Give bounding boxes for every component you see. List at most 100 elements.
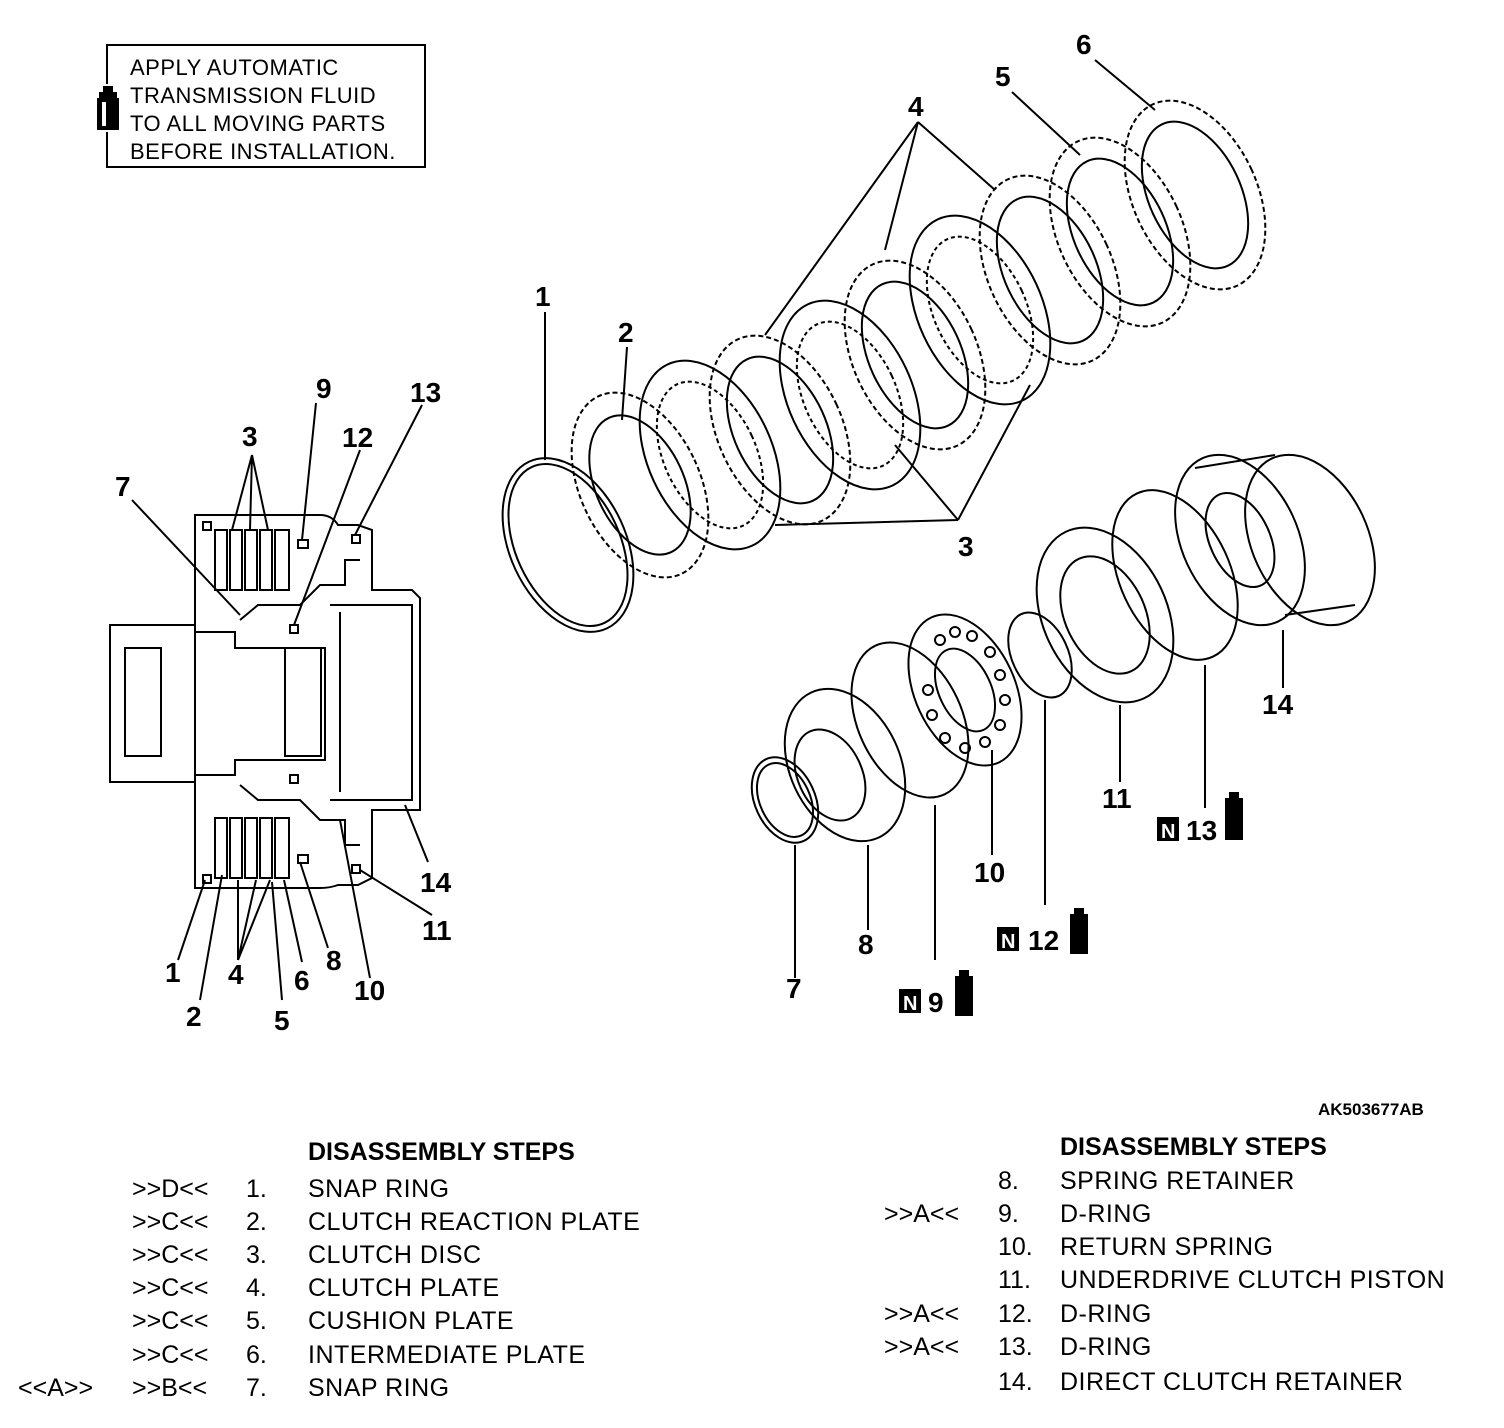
exploded-snap-ring-7 bbox=[750, 756, 820, 844]
step-num: 9. bbox=[998, 1200, 1019, 1228]
step-num: 3. bbox=[246, 1241, 267, 1269]
step-name: CLUTCH REACTION PLATE bbox=[308, 1208, 641, 1236]
step-num: 2. bbox=[246, 1208, 267, 1236]
step-name: INTERMEDIATE PLATE bbox=[308, 1341, 586, 1369]
figure-id: AK503677AB bbox=[1318, 1100, 1424, 1119]
section-callout-4: 4 bbox=[228, 959, 244, 990]
fluid-note: APPLY AUTOMATIC TRANSMISSION FLUID TO AL… bbox=[94, 44, 426, 168]
exploded-callout-12: 12 bbox=[1028, 925, 1059, 956]
exploded-snap-ring bbox=[501, 457, 635, 633]
exploded-callout-1: 1 bbox=[535, 281, 551, 312]
step-mark: >>C<< bbox=[132, 1341, 209, 1369]
step-name: DIRECT CLUTCH RETAINER bbox=[1060, 1368, 1404, 1396]
step-mark: >>D<< bbox=[132, 1175, 209, 1203]
step-num: 4. bbox=[246, 1274, 267, 1302]
exploded-leaders-bottom bbox=[794, 630, 1284, 978]
section-callout-6: 6 bbox=[294, 965, 310, 996]
step-name: D-RING bbox=[1060, 1200, 1152, 1228]
exploded-spring-retainer bbox=[783, 687, 907, 843]
steps-left: DISASSEMBLY STEPS >>D<< 1. SNAP RING >>C… bbox=[0, 1138, 700, 1428]
step-mark: >>C<< bbox=[132, 1241, 209, 1269]
exploded-callout-7: 7 bbox=[786, 973, 802, 1004]
section-callout-10: 10 bbox=[354, 975, 385, 1006]
exploded-piston-group bbox=[750, 453, 1376, 978]
new-marker-13: N bbox=[1161, 821, 1175, 843]
step-name: SNAP RING bbox=[308, 1374, 450, 1402]
exploded-disc-3 bbox=[908, 214, 1052, 406]
new-part-marker-13 bbox=[1157, 792, 1243, 841]
step-name: RETURN SPRING bbox=[1060, 1233, 1274, 1261]
step-name: CLUTCH PLATE bbox=[308, 1274, 500, 1302]
fluid-bottle-icon bbox=[94, 84, 122, 132]
exploded-cushion-plate bbox=[1048, 136, 1192, 328]
step-name: CUSHION PLATE bbox=[308, 1307, 515, 1335]
step-num: 12. bbox=[998, 1300, 1033, 1328]
exploded-reaction-plate bbox=[570, 391, 710, 579]
section-shaft-outline bbox=[109, 624, 326, 783]
step-name: UNDERDRIVE CLUTCH PISTON bbox=[1060, 1266, 1446, 1294]
exploded-intermediate-plate bbox=[1123, 99, 1267, 291]
step-num: 5. bbox=[246, 1307, 267, 1335]
exploded-clutch-pack bbox=[501, 59, 1267, 633]
section-housing-outline bbox=[194, 514, 421, 889]
section-callout-13: 13 bbox=[410, 377, 441, 408]
step-num: 8. bbox=[998, 1167, 1019, 1195]
exploded-leaders-top bbox=[544, 59, 1156, 526]
step-mark: >>A<< bbox=[884, 1200, 960, 1228]
step-name: SPRING RETAINER bbox=[1060, 1167, 1295, 1195]
exploded-d-ring-12 bbox=[1007, 611, 1073, 699]
exploded-callout-14: 14 bbox=[1262, 689, 1294, 720]
step-mark: >>B<< bbox=[132, 1374, 208, 1402]
step-extra-mark: <<A>> bbox=[18, 1374, 94, 1402]
step-mark: >>C<< bbox=[132, 1274, 209, 1302]
exploded-d-ring-13 bbox=[1111, 489, 1239, 661]
step-name: D-RING bbox=[1060, 1300, 1152, 1328]
section-callout-11: 11 bbox=[422, 915, 452, 946]
new-part-marker-12 bbox=[997, 908, 1088, 954]
step-name: SNAP RING bbox=[308, 1175, 450, 1203]
section-callout-14: 14 bbox=[420, 867, 452, 898]
exploded-callout-2: 2 bbox=[618, 317, 634, 348]
exploded-return-spring bbox=[907, 613, 1023, 767]
step-num: 10. bbox=[998, 1233, 1033, 1261]
step-name: D-RING bbox=[1060, 1333, 1152, 1361]
section-callout-2: 2 bbox=[186, 1001, 202, 1032]
section-bore-right bbox=[284, 647, 322, 757]
section-callout-1: 1 bbox=[165, 957, 181, 988]
exploded-direct-clutch-retainer bbox=[1174, 453, 1376, 627]
exploded-disc-1 bbox=[638, 359, 782, 551]
section-piston-top bbox=[239, 559, 360, 621]
exploded-underdrive-piston bbox=[1035, 526, 1175, 704]
section-callout-12: 12 bbox=[342, 422, 373, 453]
step-num: 11. bbox=[998, 1266, 1031, 1294]
section-callout-9: 9 bbox=[316, 373, 332, 404]
step-mark: >>C<< bbox=[132, 1307, 209, 1335]
exploded-callout-3: 3 bbox=[958, 531, 974, 562]
section-callout-3: 3 bbox=[242, 421, 258, 452]
exploded-callout-11: 11 bbox=[1102, 783, 1132, 814]
exploded-plate-1 bbox=[708, 334, 852, 526]
step-num: 13. bbox=[998, 1333, 1033, 1361]
exploded-callout-8: 8 bbox=[858, 929, 874, 960]
exploded-callout-6: 6 bbox=[1076, 29, 1092, 60]
cross-section-view bbox=[109, 402, 433, 1001]
section-hub-inner bbox=[330, 604, 413, 801]
new-part-marker-9 bbox=[899, 970, 973, 1016]
section-leaders bbox=[131, 402, 433, 1001]
exploded-plate-2 bbox=[843, 259, 987, 451]
exploded-plate-3 bbox=[978, 174, 1122, 366]
section-bore-left bbox=[124, 647, 162, 757]
exploded-callout-4: 4 bbox=[908, 91, 924, 122]
steps-right-heading: DISASSEMBLY STEPS bbox=[1060, 1133, 1327, 1161]
fluid-note-text: APPLY AUTOMATIC TRANSMISSION FLUID TO AL… bbox=[130, 55, 396, 164]
exploded-callout-10: 10 bbox=[974, 857, 1005, 888]
section-callout-7: 7 bbox=[115, 471, 131, 502]
section-plate-stack-top bbox=[214, 529, 290, 591]
step-mark: >>C<< bbox=[132, 1208, 209, 1236]
step-num: 7. bbox=[246, 1374, 267, 1402]
section-callout-8: 8 bbox=[326, 945, 342, 976]
step-mark: >>A<< bbox=[884, 1333, 960, 1361]
new-marker-9: N bbox=[903, 993, 917, 1015]
exploded-d-ring-9 bbox=[850, 641, 970, 799]
exploded-callout-13: 13 bbox=[1186, 815, 1217, 846]
